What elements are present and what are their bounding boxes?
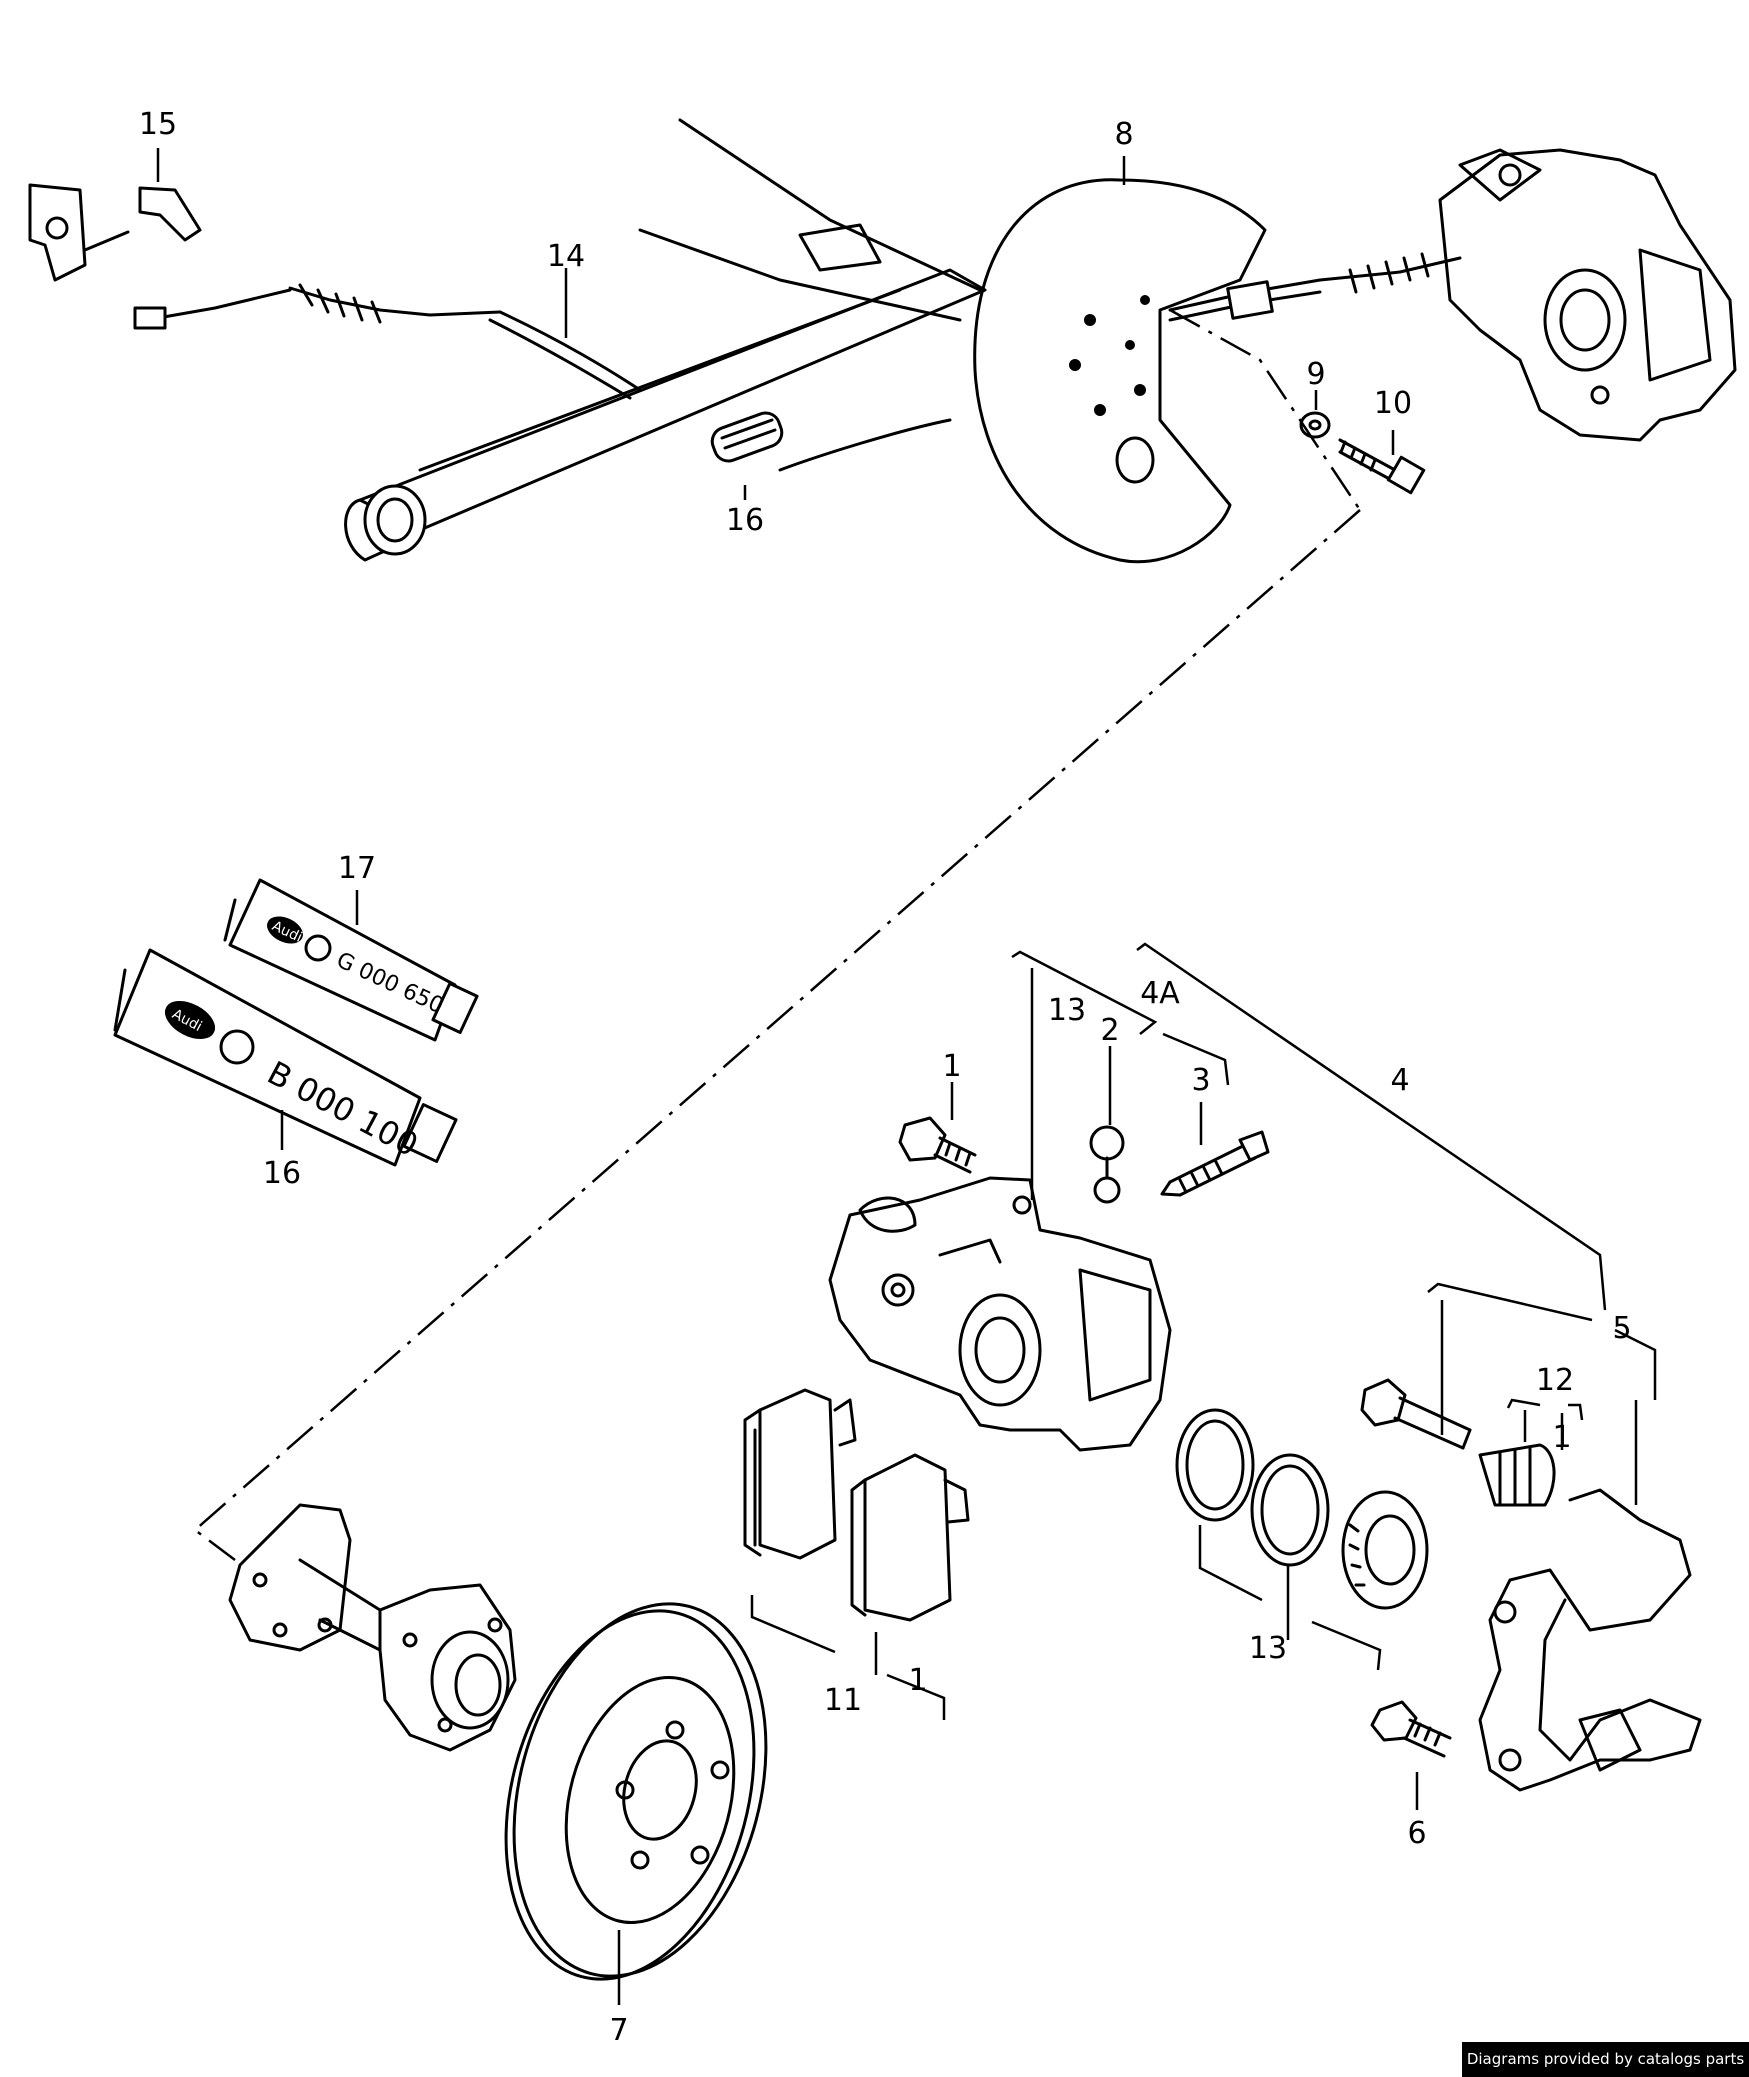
carrier-bolt bbox=[1370, 1700, 1452, 1758]
callout-6: 6 bbox=[1407, 1816, 1426, 1851]
callout-3: 3 bbox=[1191, 1063, 1210, 1098]
bleeder-valve bbox=[1160, 1130, 1270, 1197]
brake-caliper-housing bbox=[828, 1176, 1172, 1452]
bracket-group-4 bbox=[1136, 942, 1607, 1311]
caliper-bolt bbox=[898, 1116, 977, 1174]
callout-10: 10 bbox=[1374, 386, 1412, 421]
bracket-group-11 bbox=[750, 1595, 946, 1720]
grease-tube-16: Audi B 000 100 bbox=[113, 948, 458, 1167]
bracket-group-4A bbox=[1011, 950, 1230, 1200]
diagram-credit-banner: Diagrams provided by catalogs parts bbox=[1462, 2042, 1749, 2077]
handbrake-cable-right bbox=[1168, 252, 1462, 322]
piston-seal-medium bbox=[1250, 1453, 1330, 1567]
handbrake-cable-clip-bracket bbox=[28, 183, 202, 282]
axle-rubber-bush bbox=[710, 411, 784, 463]
callout-4: 4 bbox=[1390, 1063, 1409, 1098]
callout-12: 12 bbox=[1536, 1363, 1574, 1398]
rear-axle-beam bbox=[344, 118, 987, 562]
callout-1-pads: 1 bbox=[908, 1663, 927, 1698]
guide-pin-boot bbox=[1478, 1443, 1556, 1507]
callout-13-seals: 13 bbox=[1249, 1631, 1287, 1666]
callout-1-boot: 1 bbox=[1552, 1420, 1571, 1455]
brake-backing-plate bbox=[973, 178, 1267, 564]
brake-pad-right bbox=[850, 1453, 970, 1622]
callout-14: 14 bbox=[547, 239, 585, 274]
callout-8: 8 bbox=[1114, 117, 1133, 152]
callout-7: 7 bbox=[609, 2013, 628, 2048]
assembly-axis-main bbox=[193, 509, 1361, 1561]
assembly-axis-top bbox=[1169, 308, 1362, 511]
leader-lines bbox=[156, 148, 1564, 2005]
grease-tube-17: Audi G 000 650 bbox=[223, 878, 479, 1042]
brake-disc bbox=[504, 1602, 768, 1981]
callout-15: 15 bbox=[139, 107, 177, 142]
callout-16-top: 16 bbox=[726, 503, 764, 538]
callout-9: 9 bbox=[1306, 357, 1325, 392]
callout-17: 17 bbox=[338, 851, 376, 886]
wheel-hub bbox=[228, 1503, 517, 1752]
callout-1-bolt: 1 bbox=[942, 1049, 961, 1084]
piston-seal-large bbox=[1175, 1408, 1255, 1522]
bracket-group-5 bbox=[1427, 1282, 1657, 1505]
dust-boot bbox=[1341, 1490, 1429, 1610]
callout-11: 11 bbox=[824, 1683, 862, 1718]
handbrake-cable-left bbox=[133, 283, 642, 400]
bracket-group-12 bbox=[1506, 1398, 1584, 1442]
brake-caliper-top bbox=[1438, 148, 1737, 442]
callout-4A: 4A bbox=[1140, 976, 1180, 1011]
bleed-cap-screw bbox=[1089, 1125, 1125, 1204]
callout-16-tube: 16 bbox=[263, 1156, 301, 1191]
guide-pin-bolt bbox=[1360, 1378, 1472, 1450]
caliper-carrier bbox=[1478, 1488, 1702, 1792]
callout-2: 2 bbox=[1100, 1013, 1119, 1048]
brake-pad-left bbox=[743, 1388, 857, 1560]
callout-13-top: 13 bbox=[1048, 993, 1086, 1028]
callout-5: 5 bbox=[1612, 1311, 1631, 1346]
bracket-group-13-seals bbox=[1198, 1525, 1382, 1671]
washer bbox=[1299, 411, 1331, 439]
bolt-top bbox=[1338, 438, 1426, 495]
